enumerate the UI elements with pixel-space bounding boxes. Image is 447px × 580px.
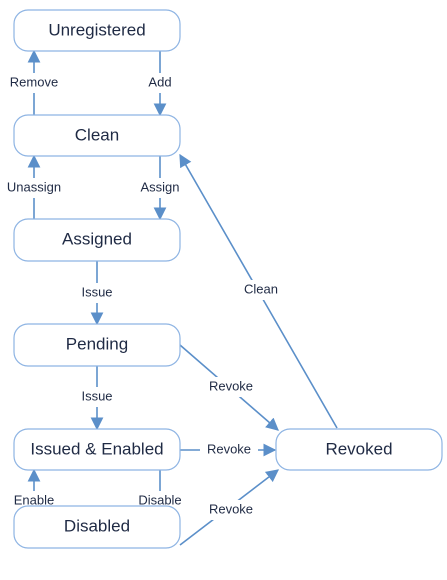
edge-labels: Remove Add Unassign Assign Issue Issue E… [0, 73, 286, 520]
state-clean: Clean [13, 114, 181, 157]
label-revoke-issued: Revoke [207, 441, 251, 456]
state-issued-enabled-label: Issued & Enabled [30, 439, 163, 458]
state-revoked: Revoked [275, 428, 443, 471]
label-revoke-pending: Revoke [209, 378, 253, 393]
state-assigned-label: Assigned [62, 229, 132, 248]
label-add: Add [148, 74, 171, 89]
state-disabled-label: Disabled [64, 516, 130, 535]
label-revoke-disabled: Revoke [209, 501, 253, 516]
label-assign: Assign [140, 179, 179, 194]
state-pending-label: Pending [66, 334, 128, 353]
state-issued-enabled: Issued & Enabled [13, 428, 181, 471]
label-remove: Remove [10, 74, 58, 89]
state-unregistered-label: Unregistered [48, 20, 145, 39]
state-unregistered: Unregistered [13, 9, 181, 52]
state-revoked-label: Revoked [325, 439, 392, 458]
state-assigned: Assigned [13, 218, 181, 262]
label-issue-1: Issue [81, 284, 112, 299]
state-clean-label: Clean [75, 125, 119, 144]
label-issue-2: Issue [81, 388, 112, 403]
label-disable: Disable [138, 492, 181, 507]
label-clean-revoked: Clean [244, 281, 278, 296]
state-disabled: Disabled [13, 505, 181, 549]
label-unassign: Unassign [7, 179, 61, 194]
label-enable: Enable [14, 492, 54, 507]
state-pending: Pending [13, 323, 181, 367]
